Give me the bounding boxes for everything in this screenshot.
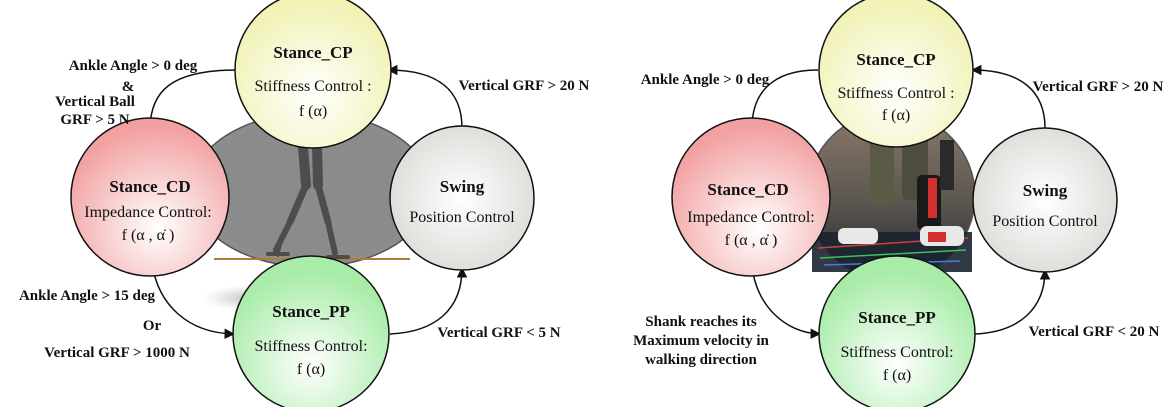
state-title: Stance_CP: [856, 50, 935, 69]
condition-swing-to-cp: Vertical GRF > 20 N: [1033, 79, 1164, 95]
condition-line: Maximum velocity in: [633, 333, 769, 349]
condition-line: Or: [143, 318, 162, 334]
condition-swing-to-cp: Vertical GRF > 20 N: [459, 78, 590, 94]
state-stance-cp: Stance_CP Stiffness Control : f (α): [818, 0, 974, 148]
transition-arrow-cd-to-pp: [751, 265, 822, 339]
state-title: Swing: [1023, 181, 1068, 200]
condition-line: Ankle Angle > 15 deg: [19, 288, 156, 304]
condition-line: walking direction: [645, 352, 757, 368]
state-control-label: Position Control: [992, 213, 1098, 230]
experiment-photo: [806, 111, 976, 281]
state-title: Stance_PP: [858, 308, 935, 327]
condition-line: Vertical GRF < 5 N: [437, 325, 560, 341]
state-control-function: f (α): [299, 103, 327, 120]
condition-line: Vertical GRF > 1000 N: [44, 345, 190, 361]
state-control-label: Stiffness Control:: [840, 344, 953, 361]
condition-line: Ankle Angle > 0 deg: [69, 58, 198, 74]
state-title: Stance_CP: [273, 43, 352, 62]
walker-figure: [266, 142, 350, 259]
left-diagram: Stance_CP Stiffness Control : f (α) Stan…: [19, 0, 590, 407]
transition-arrow-swing-to-cp: [970, 64, 1046, 129]
state-swing: Swing Position Control: [389, 125, 535, 271]
right-diagram: Stance_CP Stiffness Control : f (α) Stan…: [633, 0, 1164, 407]
condition-line: GRF > 5 N: [60, 112, 129, 128]
state-control-label: Stiffness Control:: [254, 338, 367, 355]
condition-line: Ankle Angle > 0 deg: [641, 72, 770, 88]
state-control-label: Impedance Control:: [687, 209, 815, 226]
transition-arrow-pp-to-swing: [974, 268, 1051, 335]
state-control-function: f (α): [883, 367, 911, 384]
state-title: Swing: [440, 177, 485, 196]
condition-line: &: [122, 79, 135, 95]
state-title: Stance_CD: [707, 180, 788, 199]
state-swing: Swing Position Control: [972, 127, 1118, 273]
state-control-function: f (α , α̇ ): [122, 227, 175, 244]
state-stance-pp: Stance_PP Stiffness Control: f (α): [232, 255, 390, 407]
state-title: Stance_PP: [272, 302, 349, 321]
condition-cp-to-cd: Ankle Angle > 0 deg: [641, 72, 770, 88]
condition-line: Vertical GRF < 20 N: [1029, 324, 1160, 340]
condition-line: Vertical GRF > 20 N: [1033, 79, 1164, 95]
condition-cp-to-cd: Ankle Angle > 0 deg & Vertical Ball GRF …: [55, 58, 198, 128]
state-control-label: Stiffness Control :: [254, 78, 371, 95]
state-stance-cd: Stance_CD Impedance Control: f (α , α̇ ): [671, 117, 831, 277]
state-title: Stance_CD: [109, 177, 190, 196]
state-stance-pp: Stance_PP Stiffness Control: f (α): [818, 255, 976, 407]
condition-line: Shank reaches its: [645, 314, 757, 330]
condition-cd-to-pp: Ankle Angle > 15 deg Or Vertical GRF > 1…: [19, 288, 190, 361]
transition-arrow-swing-to-cp: [386, 64, 463, 129]
condition-cd-to-pp: Shank reaches its Maximum velocity in wa…: [633, 314, 769, 368]
state-stance-cp: Stance_CP Stiffness Control : f (α): [234, 0, 392, 149]
condition-line: Vertical Ball: [55, 94, 135, 110]
condition-pp-to-swing: Vertical GRF < 20 N: [1029, 324, 1160, 340]
state-control-label: Stiffness Control :: [837, 85, 954, 102]
transition-arrow-pp-to-swing: [389, 266, 468, 335]
state-control-label: Impedance Control:: [84, 204, 212, 221]
state-stance-cd: Stance_CD Impedance Control: f (α , α̇ ): [70, 117, 230, 277]
state-control-function: f (α): [882, 107, 910, 124]
state-control-function: f (α , α̇ ): [725, 232, 778, 249]
condition-pp-to-swing: Vertical GRF < 5 N: [437, 325, 560, 341]
state-control-function: f (α): [297, 361, 325, 378]
condition-line: Vertical GRF > 20 N: [459, 78, 590, 94]
simulation-inner-shade: [199, 120, 423, 260]
state-control-label: Position Control: [409, 209, 515, 226]
